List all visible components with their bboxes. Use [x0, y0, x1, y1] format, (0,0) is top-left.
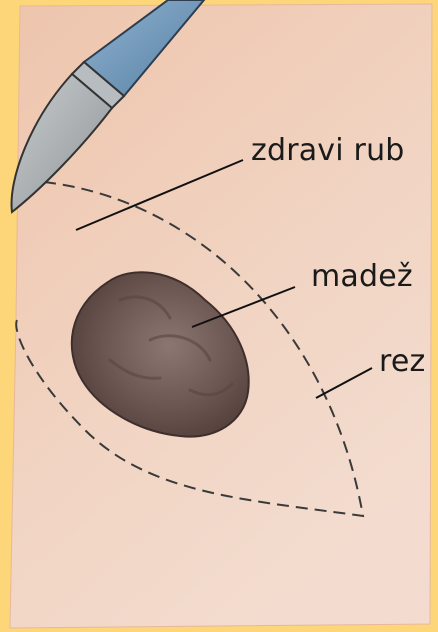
- label-healthy-margin: zdravi rub: [251, 136, 405, 166]
- label-spot: madež: [311, 262, 413, 292]
- label-incision: rez: [379, 347, 425, 377]
